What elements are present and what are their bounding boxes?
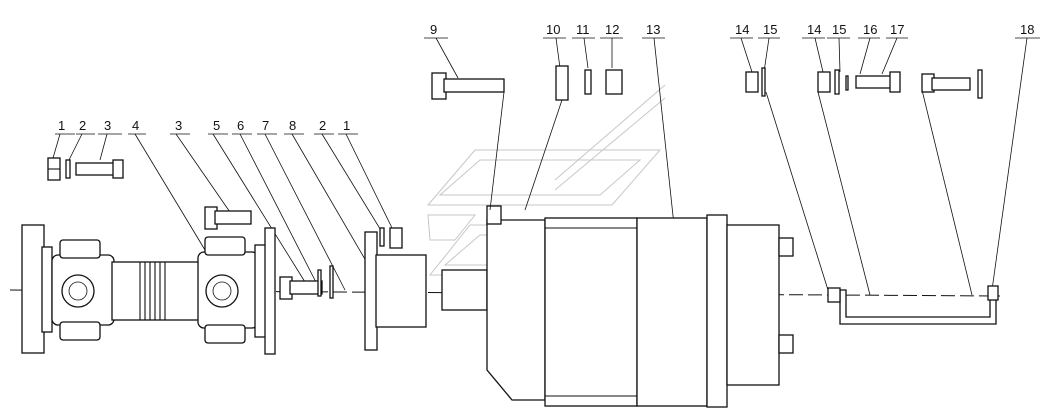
callout-13: 13 bbox=[646, 22, 660, 37]
callout-15: 15 bbox=[763, 22, 777, 37]
callout-1b: 1 bbox=[343, 118, 350, 133]
drive-shaft-assembly bbox=[21, 224, 276, 355]
callout-14b: 14 bbox=[807, 22, 821, 37]
callout-9: 9 bbox=[430, 22, 437, 37]
callout-2b: 2 bbox=[319, 118, 326, 133]
fasteners-top bbox=[431, 65, 623, 211]
callout-5: 5 bbox=[213, 118, 220, 133]
fasteners-left bbox=[47, 157, 427, 351]
callout-7: 7 bbox=[262, 118, 269, 133]
callout-16: 16 bbox=[863, 22, 877, 37]
callout-labels: 1 2 3 4 3 5 6 7 8 2 1 9 10 11 12 13 14 1… bbox=[52, 22, 1040, 301]
callout-6: 6 bbox=[237, 118, 244, 133]
callout-3: 3 bbox=[104, 118, 111, 133]
callout-3b: 3 bbox=[175, 118, 182, 133]
callout-18: 18 bbox=[1020, 22, 1034, 37]
bracket bbox=[827, 285, 999, 325]
callout-1: 1 bbox=[58, 118, 65, 133]
fasteners-right bbox=[745, 67, 983, 296]
pump-body bbox=[441, 205, 794, 408]
callout-2: 2 bbox=[79, 118, 86, 133]
callout-17: 17 bbox=[890, 22, 904, 37]
callout-11: 11 bbox=[576, 22, 590, 37]
callout-14: 14 bbox=[735, 22, 749, 37]
callout-10: 10 bbox=[546, 22, 560, 37]
callout-12: 12 bbox=[605, 22, 619, 37]
callout-8: 8 bbox=[289, 118, 296, 133]
callout-4: 4 bbox=[132, 118, 139, 133]
callout-15b: 15 bbox=[832, 22, 846, 37]
